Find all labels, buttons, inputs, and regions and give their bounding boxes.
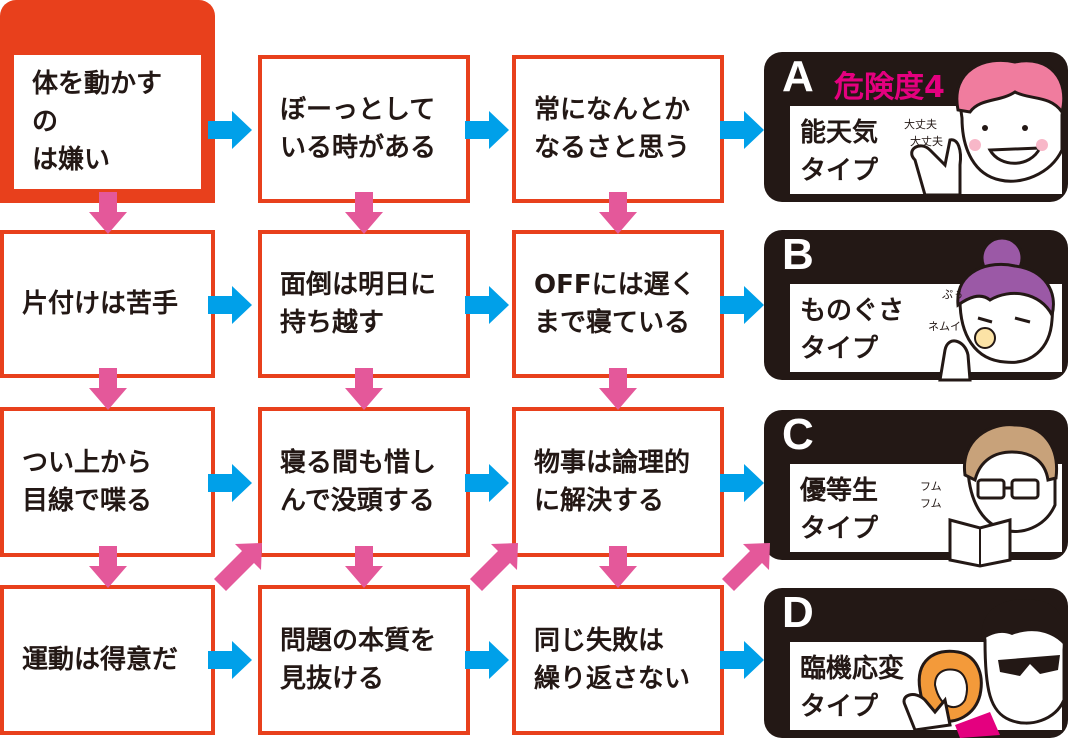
arrow-diagonal-icon [722,543,770,591]
arrow-right-icon [720,111,764,149]
sound-effect-text: フム [920,480,942,493]
result-letter: B [782,230,814,279]
result-type: 優等生 タイプ [800,476,879,544]
sound-effect-text: 大丈夫 [910,134,943,148]
arrow-down-icon [89,192,127,234]
arrow-diagonal-icon [214,543,262,591]
question-2-1: ぼーっとして いる時がある [258,55,470,203]
sound-effect-text: ぷぅ [942,288,964,301]
result-type: 臨機応変 タイプ [800,654,905,722]
question-text: 寝る間も惜し んで没頭する [280,448,437,516]
question-text: 常になんとか なるさと思う [534,95,691,163]
question-text: 運動は得意だ [22,645,179,675]
question-text: OFFには遅く まで寝ている [534,270,696,338]
question-3-4: 同じ失敗は 繰り返さない [512,585,724,735]
arrow-right-icon [208,641,252,679]
question-3-1: 常になんとか なるさと思う [512,55,724,203]
arrow-right-icon [465,464,509,502]
character-d-illustration [902,599,1066,738]
arrow-right-icon [720,641,764,679]
result-letter: D [782,588,814,637]
arrow-down-icon [89,546,127,588]
arrow-right-icon [208,286,252,324]
arrow-down-icon [599,368,637,410]
result-letter: C [782,410,814,459]
arrow-right-icon [208,111,252,149]
start-tab [0,0,215,60]
arrow-diagonal-icon [470,543,518,591]
result-type: ものぐさ タイプ [800,296,905,364]
arrow-right-icon [465,286,509,324]
question-text: 問題の本質を 見抜ける [280,626,437,694]
arrow-right-icon [208,464,252,502]
arrow-down-icon [599,546,637,588]
question-2-3: 寝る間も惜し んで没頭する [258,407,470,557]
result-letter: A [782,52,814,101]
sound-effect-text: ネムイ [928,320,961,333]
arrow-down-icon [89,368,127,410]
character-c-illustration: フム フム [920,423,1059,568]
arrow-right-icon [465,641,509,679]
question-text: ぼーっとして いる時がある [280,95,437,163]
result-type: 能天気 タイプ [800,118,879,186]
question-text: 体を動かすの は嫌い [32,69,163,175]
question-1-1: 体を動かすの は嫌い [0,55,215,203]
question-2-2: 面倒は明日に 持ち越す [258,230,470,378]
question-text: つい上から 目線で喋る [22,448,153,516]
arrow-right-icon [720,464,764,502]
character-b-illustration: ぷぅ ネムイ [928,236,1055,382]
right-arrows [208,111,764,679]
sound-effect-text: フム [920,497,942,510]
arrow-right-icon [465,111,509,149]
character-a-illustration: 大丈夫 大丈夫 [904,58,1066,197]
question-text: 面倒は明日に 持ち越す [280,270,437,338]
arrow-down-icon [345,368,383,410]
question-text: 物事は論理的 に解決する [534,448,691,516]
arrow-down-icon [599,192,637,234]
down-arrows [89,192,770,591]
sound-effect-text: 大丈夫 [904,117,937,131]
question-text: 片付けは苦手 [22,289,179,319]
arrow-down-icon [345,546,383,588]
danger-level: 危険度4 [834,70,945,105]
arrow-right-icon [720,286,764,324]
question-text: 同じ失敗は 繰り返さない [534,626,691,694]
arrow-down-icon [345,192,383,234]
